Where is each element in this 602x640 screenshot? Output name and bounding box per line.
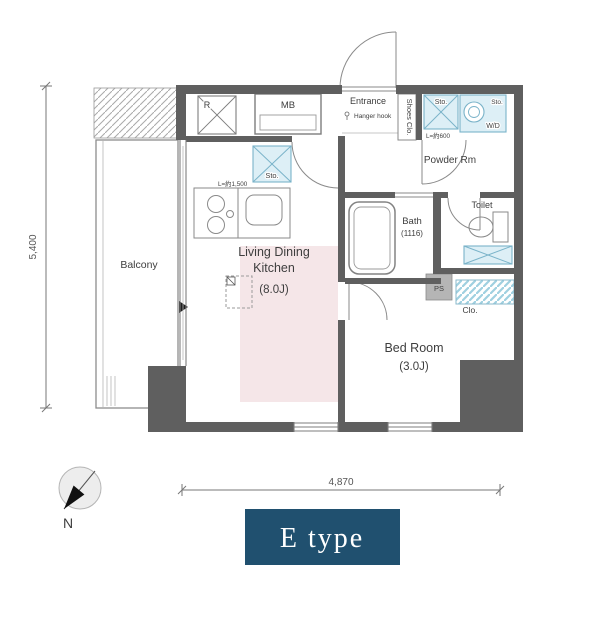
- dimension-width-label: 4,870: [328, 477, 353, 488]
- wall-segment: [460, 360, 523, 432]
- bedroom-window: [387, 422, 433, 432]
- entrance-area: [339, 31, 416, 134]
- wall-segment: [338, 422, 388, 432]
- hanger-hook-icon: [344, 111, 350, 120]
- kitchen-sink-icon: [245, 194, 283, 226]
- powder-door-arc: [421, 139, 467, 185]
- balcony-label: Balcony: [120, 259, 158, 271]
- bathtub-icon: [348, 201, 396, 275]
- pipe-space-label: PS: [434, 284, 444, 293]
- north-label: N: [63, 515, 73, 531]
- washer-drum-icon: [463, 101, 485, 123]
- refrigerator-box: [197, 95, 237, 135]
- dimension-horizontal: [177, 484, 505, 496]
- wall-segment: [338, 136, 345, 282]
- balcony-window: [179, 140, 187, 366]
- bath-sliding-door: [395, 192, 433, 198]
- wall-segment: [441, 268, 514, 274]
- wall-segment: [432, 422, 460, 432]
- ldk-window: [293, 422, 339, 432]
- wall-segment: [186, 136, 292, 142]
- ldk-label-line2: Kitchen: [253, 261, 295, 275]
- wall-segment: [416, 94, 422, 140]
- closet-box: [455, 279, 515, 305]
- dimension-height-label: 5,400: [28, 234, 39, 259]
- walls: [148, 85, 523, 432]
- washer-dryer-box: [459, 94, 507, 133]
- balcony-area: [95, 139, 179, 409]
- wall-segment: [148, 366, 186, 432]
- entrance-label: Entrance: [350, 96, 386, 106]
- wall-segment: [514, 94, 523, 366]
- kitchen-storage-box: [252, 145, 292, 183]
- entrance-door-arc: [339, 31, 397, 89]
- powder-room-label: Powder Rm: [424, 155, 476, 166]
- windows: [179, 140, 433, 432]
- hatched-structure-area: [93, 87, 179, 139]
- meter-box-label: MB: [281, 100, 295, 111]
- powder-storage-box: [423, 94, 459, 130]
- powder-storage-a-label: Sto.: [435, 99, 448, 106]
- wall-segment: [338, 320, 345, 422]
- bath-size-label: (1116): [401, 229, 423, 238]
- bedroom-label: Bed Room: [384, 341, 443, 355]
- dashed-fixture-box: [225, 275, 253, 309]
- shoes-closet-label: Shoes Clo.: [405, 99, 414, 136]
- hanger-hook-label: Hanger hook: [354, 113, 392, 120]
- toilet-counter-box: [463, 245, 513, 265]
- toilet-fixture-icon: [468, 211, 509, 243]
- closet-label: Clo.: [462, 305, 477, 315]
- wall-segment: [176, 85, 342, 94]
- plan-title: E type: [280, 523, 364, 554]
- dimension-vertical: [40, 81, 52, 413]
- ldk-size-label: (8.0J): [259, 284, 289, 296]
- ldk-floor-area: [240, 246, 338, 402]
- bath-label: Bath: [402, 216, 422, 227]
- wall-segment: [480, 192, 514, 198]
- kitchen-counter: [193, 187, 291, 239]
- wall-segment: [396, 85, 523, 94]
- compass-north-icon: [58, 466, 102, 510]
- hall-door-arc: [291, 141, 339, 189]
- washer-dryer-label: W/D: [486, 123, 500, 130]
- bedroom-door-arc: [348, 281, 388, 321]
- kitchen-length-label: L=約1,500: [218, 179, 248, 188]
- ldk-label-line1: Living Dining: [238, 245, 310, 259]
- wall-segment: [441, 192, 448, 198]
- bedroom-size-label: (3.0J): [399, 361, 429, 373]
- plan-title-box: E type: [245, 509, 400, 565]
- wall-segment: [176, 422, 294, 432]
- wall-segment: [176, 94, 186, 140]
- refrigerator-label: R: [204, 100, 211, 110]
- kitchen-stove-icon: [207, 195, 234, 234]
- wall-marker-triangle: [179, 301, 188, 313]
- kitchen-storage-label: Sto.: [265, 171, 278, 180]
- labels: Balcony Living Dining Kitchen (8.0J) Bed…: [120, 96, 504, 373]
- powder-storage-b-label: Sto.: [491, 99, 503, 106]
- toilet-label: Toilet: [471, 200, 493, 210]
- wall-segment: [345, 192, 395, 198]
- wall-segment: [433, 192, 441, 274]
- storage-length-label: L=約600: [426, 131, 450, 140]
- toilet-door-arc: [447, 197, 481, 231]
- meter-box: [254, 93, 322, 135]
- wall-segment: [345, 278, 441, 284]
